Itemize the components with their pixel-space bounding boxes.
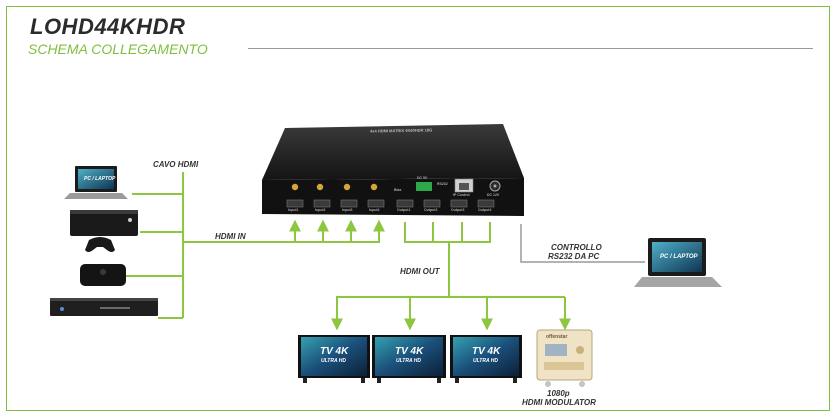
port-label-output3: Output3: [451, 208, 465, 212]
bluray-player: [50, 298, 158, 316]
header-divider: [248, 48, 813, 49]
panel-label-bias: Bias: [394, 188, 402, 192]
panel-label-dc12v: DC 12V: [487, 193, 500, 197]
tv-3-sub: ULTRA HD: [473, 358, 498, 364]
page-title: LOHD44KHDR: [30, 14, 186, 39]
tv-1: [298, 335, 370, 383]
tv-2-brand: TV 4K: [395, 346, 424, 357]
port-label-input1: Input1: [288, 208, 299, 212]
label-hdmi-modulator: HDMI MODULATOR: [522, 398, 596, 407]
game-console: [70, 210, 138, 236]
laptop-right-screen-text: PC / LAPTOP: [660, 254, 698, 260]
tv-3: [450, 335, 522, 383]
label-controllo: CONTROLLO: [551, 243, 602, 252]
hdmi-matrix: [262, 124, 524, 216]
rs232-line: [520, 224, 645, 263]
label-hdmi-out: HDMI OUT: [400, 267, 440, 276]
port-label-output2: Output2: [424, 208, 438, 212]
port-label-output4: Output4: [478, 208, 492, 212]
laptop-left-screen-text: PC / LAPTOP: [84, 176, 116, 182]
laptop-right: [634, 238, 722, 287]
label-cavo-hdmi: CAVO HDMI: [153, 160, 199, 169]
gamepad: [85, 237, 115, 252]
port-label-input2: Input2: [315, 208, 326, 212]
media-box: [80, 264, 126, 286]
label-1080p: 1080p: [547, 389, 570, 398]
hdmi-in-lines: [126, 172, 385, 319]
panel-label-rs232: RS232: [437, 182, 448, 186]
page-subtitle: SCHEMA COLLEGAMENTO: [28, 41, 208, 57]
port-label-input3: Input3: [342, 208, 353, 212]
laptop-left: [64, 166, 128, 199]
tv-2: [372, 335, 446, 383]
tv-3-brand: TV 4K: [472, 346, 501, 357]
label-hdmi-in: HDMI IN: [215, 232, 246, 241]
port-label-output1: Output1: [397, 208, 411, 212]
hdmi-out-lines: [331, 222, 571, 331]
modulator-brand: offenstar: [546, 334, 568, 340]
panel-label-ipcontrol: IP Control: [453, 193, 470, 197]
tv-2-sub: ULTRA HD: [396, 358, 421, 364]
hdmi-modulator: [536, 329, 593, 387]
panel-label-dc5v: DC 5V: [417, 176, 428, 180]
tv-1-brand: TV 4K: [320, 346, 349, 357]
diagram-frame: [6, 6, 830, 411]
port-label-input4: Input4: [369, 208, 380, 212]
tv-1-sub: ULTRA HD: [321, 358, 346, 364]
label-rs232-da-pc: RS232 DA PC: [548, 252, 600, 261]
